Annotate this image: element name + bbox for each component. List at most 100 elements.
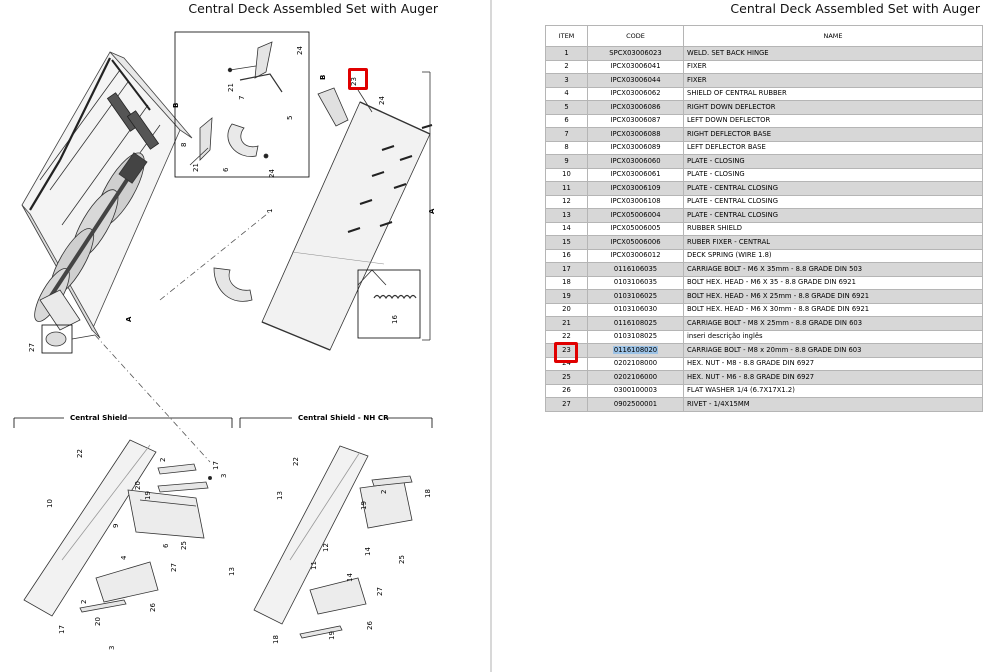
cell-code: IPCX03006060 — [587, 154, 684, 169]
callout-17: 17 — [212, 461, 220, 470]
cell-name: PLATE - CENTRAL CLOSING — [683, 208, 983, 223]
cell-name: RUBER FIXER - CENTRAL — [683, 235, 983, 250]
cell-name: HEX. NUT - M8 - 8.8 GRADE DIN 6927 — [683, 356, 983, 371]
cell-code: IPCX03006086 — [587, 100, 684, 115]
section-central-shield-nh: Central Shield - NH CR — [298, 413, 389, 422]
cell-name: SHIELD OF CENTRAL RUBBER — [683, 86, 983, 101]
header-item: ITEM — [545, 25, 588, 47]
cell-code: 0103106030 — [587, 302, 684, 317]
callout-5: 5 — [286, 116, 294, 120]
cell-code: IPCX05006006 — [587, 235, 684, 250]
cell-name: RIGHT DEFLECTOR BASE — [683, 127, 983, 142]
cell-item: 9 — [545, 154, 588, 169]
callout-6b: 6 — [162, 543, 170, 548]
callout-24c: 24 — [378, 96, 386, 105]
cell-item: 18 — [545, 275, 588, 290]
cell-name: PLATE - CENTRAL CLOSING — [683, 194, 983, 209]
cell-code: 0103106025 — [587, 289, 684, 304]
callout-20b: 20 — [94, 617, 102, 626]
cell-name: BOLT HEX. HEAD - M6 X 25mm - 8.8 GRADE D… — [683, 289, 983, 304]
callout-1: 1 — [266, 209, 274, 213]
cell-code: 0103106035 — [587, 275, 684, 290]
central-shield-nh-illustration: 22 2 18 19 13 12 14 25 13 11 14 27 26 19… — [228, 445, 432, 644]
callout-17b: 17 — [58, 625, 66, 634]
right-page-parts-list: Central Deck Assembled Set with Auger IT… — [492, 0, 1000, 672]
cell-name: BOLT HEX. HEAD - M6 X 30mm - 8.8 GRADE D… — [683, 302, 983, 317]
cell-name: HEX. NUT - M6 - 8.8 GRADE DIN 6927 — [683, 370, 983, 385]
cell-code: 0103108025 — [587, 329, 684, 344]
callout-14b: 14 — [346, 573, 354, 582]
callout-20: 20 — [134, 481, 142, 490]
right-page-title: Central Deck Assembled Set with Auger — [730, 1, 980, 16]
cell-name: LEFT DOWN DEFLECTOR — [683, 113, 983, 128]
cell-code: IPCX03006088 — [587, 127, 684, 142]
view-b-arrow-label: B — [319, 75, 327, 80]
cell-item: 21 — [545, 316, 588, 331]
cell-code: IPCX03006062 — [587, 86, 684, 101]
header-code: CODE — [587, 25, 684, 47]
cell-code: IPCX03006061 — [587, 167, 684, 182]
callout-24b: 24 — [268, 169, 276, 178]
item-23-highlight — [554, 342, 578, 363]
cell-code: 0902500001 — [587, 397, 684, 412]
cell-item: 8 — [545, 140, 588, 155]
cell-code: IPCX03006108 — [587, 194, 684, 209]
cell-code: IPCX03006044 — [587, 73, 684, 88]
cell-item: 5 — [545, 100, 588, 115]
callout-11: 11 — [310, 561, 318, 570]
callout-2: 2 — [159, 458, 167, 462]
cell-item: 12 — [545, 194, 588, 209]
cell-name: CARRIAGE BOLT - M6 X 35mm - 8.8 GRADE DI… — [683, 262, 983, 277]
cell-name: PLATE - CLOSING — [683, 154, 983, 169]
detail-b-box: 21 7 24 5 8 21 6 24 B — [172, 31, 310, 178]
callout-9: 9 — [112, 524, 120, 528]
view-a-label-2: A — [125, 316, 133, 322]
cell-code: 0116108020 — [587, 343, 684, 358]
exploded-view-drawing: 27 21 7 24 5 8 21 6 24 B — [13, 31, 436, 650]
selected-code-text[interactable]: 0116108020 — [612, 345, 659, 354]
cell-name: LEFT DEFLECTOR BASE — [683, 140, 983, 155]
cell-item: 16 — [545, 248, 588, 263]
cell-code: IPCX05006004 — [587, 208, 684, 223]
cell-item: 3 — [545, 73, 588, 88]
deck-assembly-illustration — [21, 51, 193, 339]
cell-item: 10 — [545, 167, 588, 182]
header-name: NAME — [683, 25, 983, 47]
cell-name: CARRIAGE BOLT - M8 x 20mm - 8.8 GRADE DI… — [683, 343, 983, 358]
callout-7: 7 — [238, 96, 246, 100]
cell-item: 20 — [545, 302, 588, 317]
detail-16-spring: 16 — [357, 269, 421, 339]
cell-item: 2 — [545, 59, 588, 74]
callout-14: 14 — [364, 547, 372, 556]
callout-4: 4 — [120, 555, 128, 560]
cell-name: BOLT HEX. HEAD - M6 X 35 - 8.8 GRADE DIN… — [683, 275, 983, 290]
callout-27c: 27 — [376, 587, 384, 596]
callout-19b: 19 — [360, 501, 368, 510]
callout-26b: 26 — [366, 621, 374, 630]
callout-12: 12 — [322, 543, 330, 552]
callout-3b: 3 — [108, 646, 116, 650]
cell-item: 26 — [545, 383, 588, 398]
cell-name: WELD. SET BACK HINGE — [683, 46, 983, 61]
callout-6: 6 — [222, 167, 230, 172]
page-divider — [490, 0, 492, 672]
left-page-title: Central Deck Assembled Set with Auger — [188, 1, 438, 16]
cell-item: 1 — [545, 46, 588, 61]
cell-code: IPCX03006087 — [587, 113, 684, 128]
